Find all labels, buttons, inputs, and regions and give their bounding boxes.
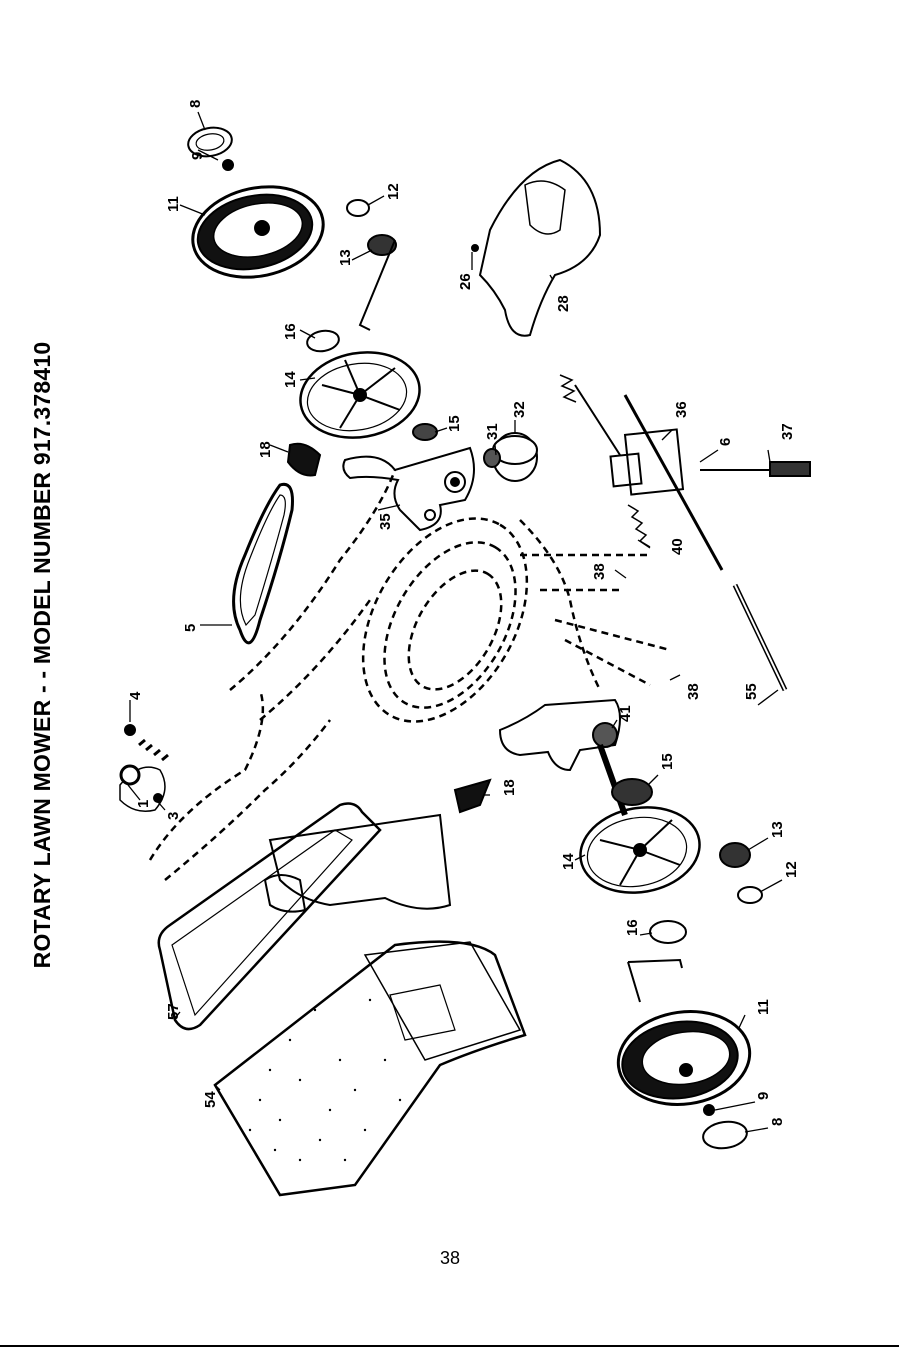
label-40: 40 (669, 538, 686, 555)
label-16-top: 16 (282, 323, 299, 340)
label-35: 35 (377, 513, 394, 530)
label-5: 5 (182, 624, 199, 632)
label-31: 31 (484, 423, 501, 440)
label-11-top: 11 (165, 196, 182, 212)
top-gear-clip (347, 200, 396, 330)
axle-rod (735, 585, 785, 690)
label-18-bottom: 18 (501, 779, 518, 796)
label-57: 57 (165, 1003, 182, 1020)
label-13-top: 13 (337, 249, 354, 266)
label-26: 26 (457, 273, 474, 290)
label-37: 37 (779, 423, 796, 440)
handle-pivot (120, 725, 168, 811)
label-14-bottom: 14 (560, 853, 577, 870)
label-9-bottom: 9 (755, 1092, 772, 1100)
label-18-top: 18 (257, 441, 274, 458)
label-15-top: 15 (446, 415, 463, 432)
label-12-top: 12 (385, 183, 402, 200)
bottom-wheel-assembly (612, 921, 756, 1151)
label-15-bottom: 15 (659, 753, 676, 770)
label-8-top: 8 (187, 100, 204, 108)
label-28: 28 (555, 295, 572, 312)
label-12-bottom: 12 (783, 861, 800, 878)
label-3: 3 (165, 812, 182, 820)
deflector-shield (472, 160, 600, 336)
bag-top-cover (265, 815, 450, 912)
label-4: 4 (127, 691, 144, 700)
page-number: 38 (425, 1248, 475, 1269)
bottom-height-adjuster (455, 700, 706, 902)
label-8-bottom: 8 (769, 1118, 786, 1126)
top-wheel-assembly (184, 124, 331, 288)
bottom-rule (0, 1345, 899, 1347)
label-38-b: 38 (685, 683, 702, 700)
pulley-bearing (413, 424, 537, 481)
drive-belt (234, 484, 293, 643)
label-9-top: 9 (189, 152, 206, 160)
label-38-a: 38 (591, 563, 608, 580)
label-32: 32 (511, 401, 528, 418)
label-54: 54 (202, 1091, 219, 1108)
label-36: 36 (673, 401, 690, 418)
label-14-top: 14 (282, 371, 299, 388)
label-16-bottom: 16 (624, 919, 641, 936)
label-13-bottom: 13 (769, 821, 786, 838)
bottom-gear-clip (720, 843, 762, 903)
label-11-bottom: 11 (755, 999, 772, 1015)
grass-bag (215, 942, 525, 1195)
top-wheel-frame (294, 328, 427, 446)
label-1: 1 (135, 800, 152, 808)
label-55: 55 (743, 683, 760, 700)
catcher-frame (159, 804, 380, 1029)
label-41: 41 (617, 705, 634, 722)
label-6: 6 (717, 438, 734, 446)
